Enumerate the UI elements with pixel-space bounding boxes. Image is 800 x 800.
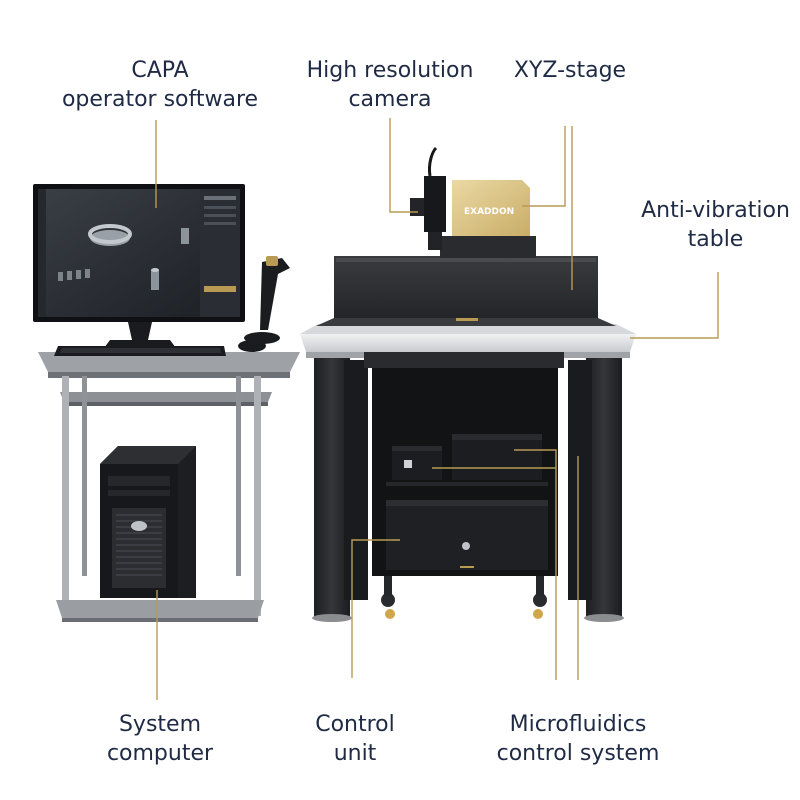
callout-anti-vibration (630, 272, 719, 339)
pc-tower-icon (100, 446, 196, 598)
label-line: System (118, 712, 202, 737)
barcode-scanner-icon (244, 256, 290, 344)
label-control-unit: Control unit (300, 710, 410, 768)
label-line: unit (333, 741, 377, 766)
label-line: computer (106, 741, 214, 766)
xyz-stage: EXADDON (440, 180, 536, 258)
label-line: XYZ-stage (513, 58, 627, 83)
callout-xyz-stage (522, 126, 566, 207)
label-line: Anti-vibration (641, 198, 790, 223)
monitor-icon (33, 184, 245, 348)
computer-desk (38, 352, 300, 622)
label-line: camera (348, 87, 432, 112)
label-capa-operator-software: CAPA operator software (55, 56, 265, 114)
label-line: High resolution (306, 58, 474, 83)
label-line: Control (315, 712, 395, 737)
label-line: Microfluidics (509, 712, 647, 737)
high-resolution-camera (410, 146, 446, 250)
label-xyz-stage: XYZ-stage (500, 56, 640, 85)
label-line: control system (496, 741, 660, 766)
label-system-computer: System computer (90, 710, 230, 768)
label-line: table (687, 227, 744, 252)
stage-logo: EXADDON (464, 207, 514, 217)
callout-camera (389, 118, 418, 213)
keyboard-icon (54, 346, 226, 356)
machine-hood (316, 256, 616, 326)
label-line: operator software (61, 87, 259, 112)
callout-lines (155, 118, 719, 700)
label-microfluidics-control-system: Microfluidics control system (478, 710, 678, 768)
rack-cabinet (364, 352, 564, 619)
label-high-resolution-camera: High resolution camera (300, 56, 480, 114)
label-line: CAPA (131, 58, 189, 83)
callout-control-unit (351, 539, 400, 678)
table-legs (312, 356, 624, 622)
callout-microfluidics-1 (514, 449, 557, 680)
label-anti-vibration-table: Anti-vibration table (628, 196, 800, 254)
